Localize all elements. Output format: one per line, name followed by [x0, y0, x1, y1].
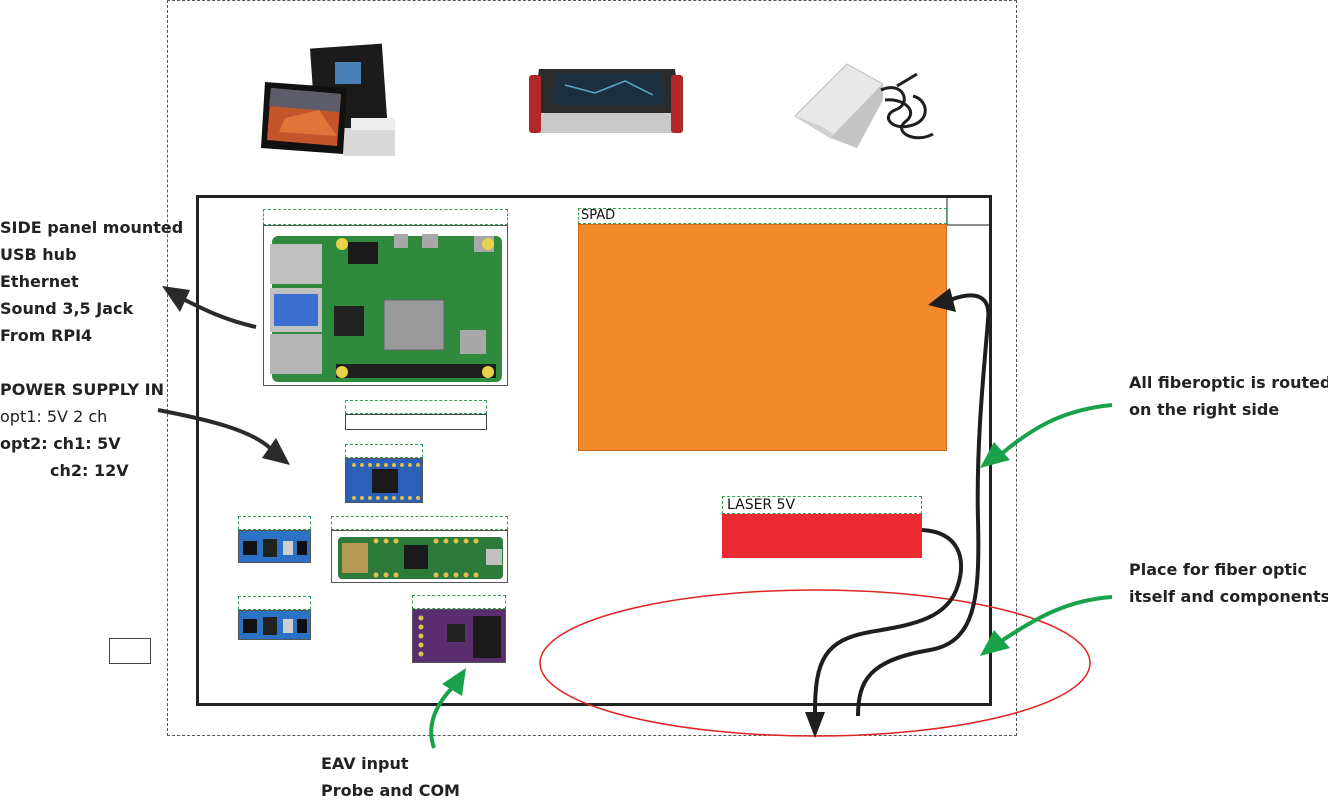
arrow-fiber-routed: [998, 403, 1113, 457]
fiber-place-note: Place for fiber optic itself and compone…: [1129, 556, 1328, 610]
power-supply-title: POWER SUPPLY IN: [0, 380, 164, 399]
audio-label-box: [412, 595, 506, 609]
fiber-routed-line-1: All fiberoptic is routed: [1129, 373, 1328, 392]
regulator-2-label-box: [238, 596, 311, 610]
side-panel-note: SIDE panel mounted USB hub Ethernet Soun…: [0, 214, 183, 349]
enclosure-corner-divider: [946, 195, 992, 226]
arrow-head-fiber-routed: [980, 442, 1010, 468]
spad-label: SPAD: [581, 208, 616, 223]
power-supply-brick-icon: [794, 63, 934, 148]
fiber-routed-line-2: on the right side: [1129, 400, 1280, 419]
arrow-eav: [429, 686, 454, 749]
spad-label-box: [578, 208, 947, 224]
spacer-label-box: [345, 400, 487, 414]
multiplexer-breakout-icon: [345, 458, 423, 503]
side-panel-line-3: Ethernet: [0, 272, 79, 291]
side-panel-line-2: USB hub: [0, 245, 77, 264]
spacer-placeholder: [345, 414, 487, 430]
arrow-fiber-place: [998, 595, 1113, 644]
laser-module: [722, 514, 922, 558]
eav-note: EAV input Probe and COM: [321, 750, 460, 804]
fiber-cable-laser: [813, 528, 963, 713]
outer-dashed-boundary: [167, 0, 1017, 736]
fiber-place-line-2: itself and components: [1129, 587, 1328, 606]
cable-arrow-head-spad: [928, 288, 956, 312]
arrow-head-fiber-place: [980, 630, 1010, 656]
eav-line-1: EAV input: [321, 754, 409, 773]
teensy-label-box: [331, 516, 508, 530]
regulator-1-label-box: [238, 516, 311, 530]
side-panel-line-1: SIDE panel mounted: [0, 218, 184, 237]
small-placeholder-box: [109, 638, 151, 664]
laser-label-box: [722, 496, 922, 514]
rpi-label-box: [263, 209, 508, 225]
eav-line-2: Probe and COM: [321, 781, 460, 800]
cable-arrow-head-laser: [805, 712, 825, 738]
aluminium-case-icon: [529, 69, 683, 133]
power-supply-opt1: opt1: 5V 2 ch: [0, 407, 108, 426]
power-supply-ch2: ch2: 12V: [50, 461, 129, 480]
spad-module: [578, 224, 947, 451]
microcontroller-board-icon: [331, 530, 508, 583]
voltage-regulator-board-icon: [238, 530, 311, 563]
audio-jack-board-icon: [412, 609, 506, 663]
power-supply-note: POWER SUPPLY IN opt1: 5V 2 ch opt2: ch1:…: [0, 376, 164, 484]
arrow-head-eav: [442, 668, 466, 696]
arrow-head-side-panel: [162, 286, 190, 312]
raspberry-pi-board-icon: [263, 225, 508, 386]
power-supply-opt2: opt2: ch1: 5V: [0, 434, 121, 453]
arrow-side-panel: [184, 298, 257, 329]
fiber-place-line-1: Place for fiber optic: [1129, 560, 1308, 579]
laser-label: LASER 5V: [727, 497, 796, 513]
arrow-head-power-supply: [262, 438, 290, 465]
fiber-routed-note: All fiberoptic is routed on the right si…: [1129, 369, 1328, 423]
touchscreen-display-icon: [261, 43, 395, 156]
side-panel-line-4: Sound 3,5 Jack: [0, 299, 134, 318]
fiber-cable-spad: [856, 293, 991, 717]
mux-label-box: [345, 444, 423, 458]
side-panel-line-5: From RPI4: [0, 326, 93, 345]
arrow-power-supply: [157, 408, 272, 450]
voltage-regulator-board-icon: [238, 610, 311, 640]
